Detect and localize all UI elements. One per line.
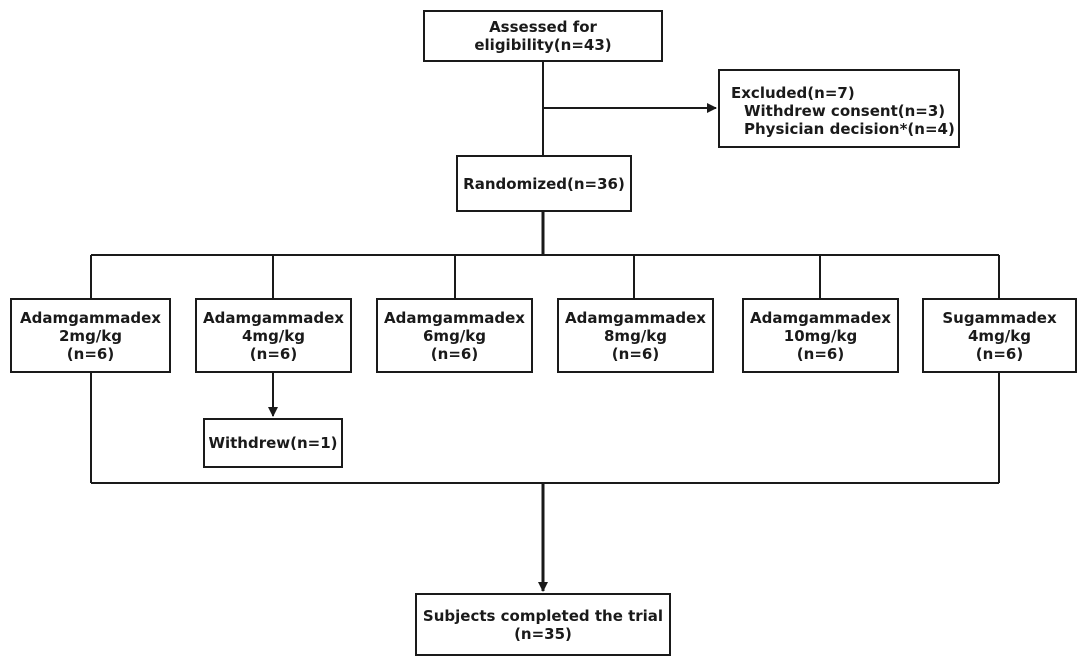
group-dose: 4mg/kg xyxy=(968,326,1031,345)
withdrew-label: Withdrew(n=1) xyxy=(208,434,338,452)
excluded-title: Excluded(n=7) xyxy=(731,84,855,102)
excluded-item-physician-decision: Physician decision*(n=4) xyxy=(744,120,955,138)
group-box-adamgammadex-4: Adamgammadex 4mg/kg (n=6) xyxy=(195,298,352,373)
assessed-line1: Assessed for xyxy=(489,18,597,36)
group-dose: 10mg/kg xyxy=(783,326,858,345)
group-box-adamgammadex-8: Adamgammadex 8mg/kg (n=6) xyxy=(557,298,714,373)
completed-box: Subjects completed the trial (n=35) xyxy=(415,593,671,656)
group-dose: 8mg/kg xyxy=(604,326,667,345)
group-n: (n=6) xyxy=(611,344,660,363)
group-n: (n=6) xyxy=(975,344,1024,363)
group-box-sugammadex-4: Sugammadex 4mg/kg (n=6) xyxy=(922,298,1077,373)
group-box-adamgammadex-10: Adamgammadex 10mg/kg (n=6) xyxy=(742,298,899,373)
group-name: Adamgammadex xyxy=(20,308,161,327)
completed-line1: Subjects completed the trial xyxy=(422,606,664,625)
group-n: (n=6) xyxy=(66,344,115,363)
excluded-item-withdrew-consent: Withdrew consent(n=3) xyxy=(744,102,946,120)
withdrew-box: Withdrew(n=1) xyxy=(203,418,343,468)
group-n: (n=6) xyxy=(430,344,479,363)
group-dose: 2mg/kg xyxy=(59,326,122,345)
randomized-box: Randomized(n=36) xyxy=(456,155,632,212)
group-name: Adamgammadex xyxy=(750,308,891,327)
group-dose: 4mg/kg xyxy=(242,326,305,345)
randomized-label: Randomized(n=36) xyxy=(463,174,625,193)
group-n: (n=6) xyxy=(249,344,298,363)
assessed-box: Assessed for eligibility(n=43) xyxy=(423,10,663,62)
group-name: Adamgammadex xyxy=(203,308,344,327)
group-name: Sugammadex xyxy=(942,308,1057,327)
excluded-box: Excluded(n=7) Withdrew consent(n=3) Phys… xyxy=(718,69,960,148)
group-box-adamgammadex-6: Adamgammadex 6mg/kg (n=6) xyxy=(376,298,533,373)
group-name: Adamgammadex xyxy=(384,308,525,327)
completed-line2: (n=35) xyxy=(514,624,572,643)
assessed-line2: eligibility(n=43) xyxy=(474,36,612,54)
group-name: Adamgammadex xyxy=(565,308,706,327)
group-dose: 6mg/kg xyxy=(423,326,486,345)
group-box-adamgammadex-2: Adamgammadex 2mg/kg (n=6) xyxy=(10,298,171,373)
group-n: (n=6) xyxy=(796,344,845,363)
